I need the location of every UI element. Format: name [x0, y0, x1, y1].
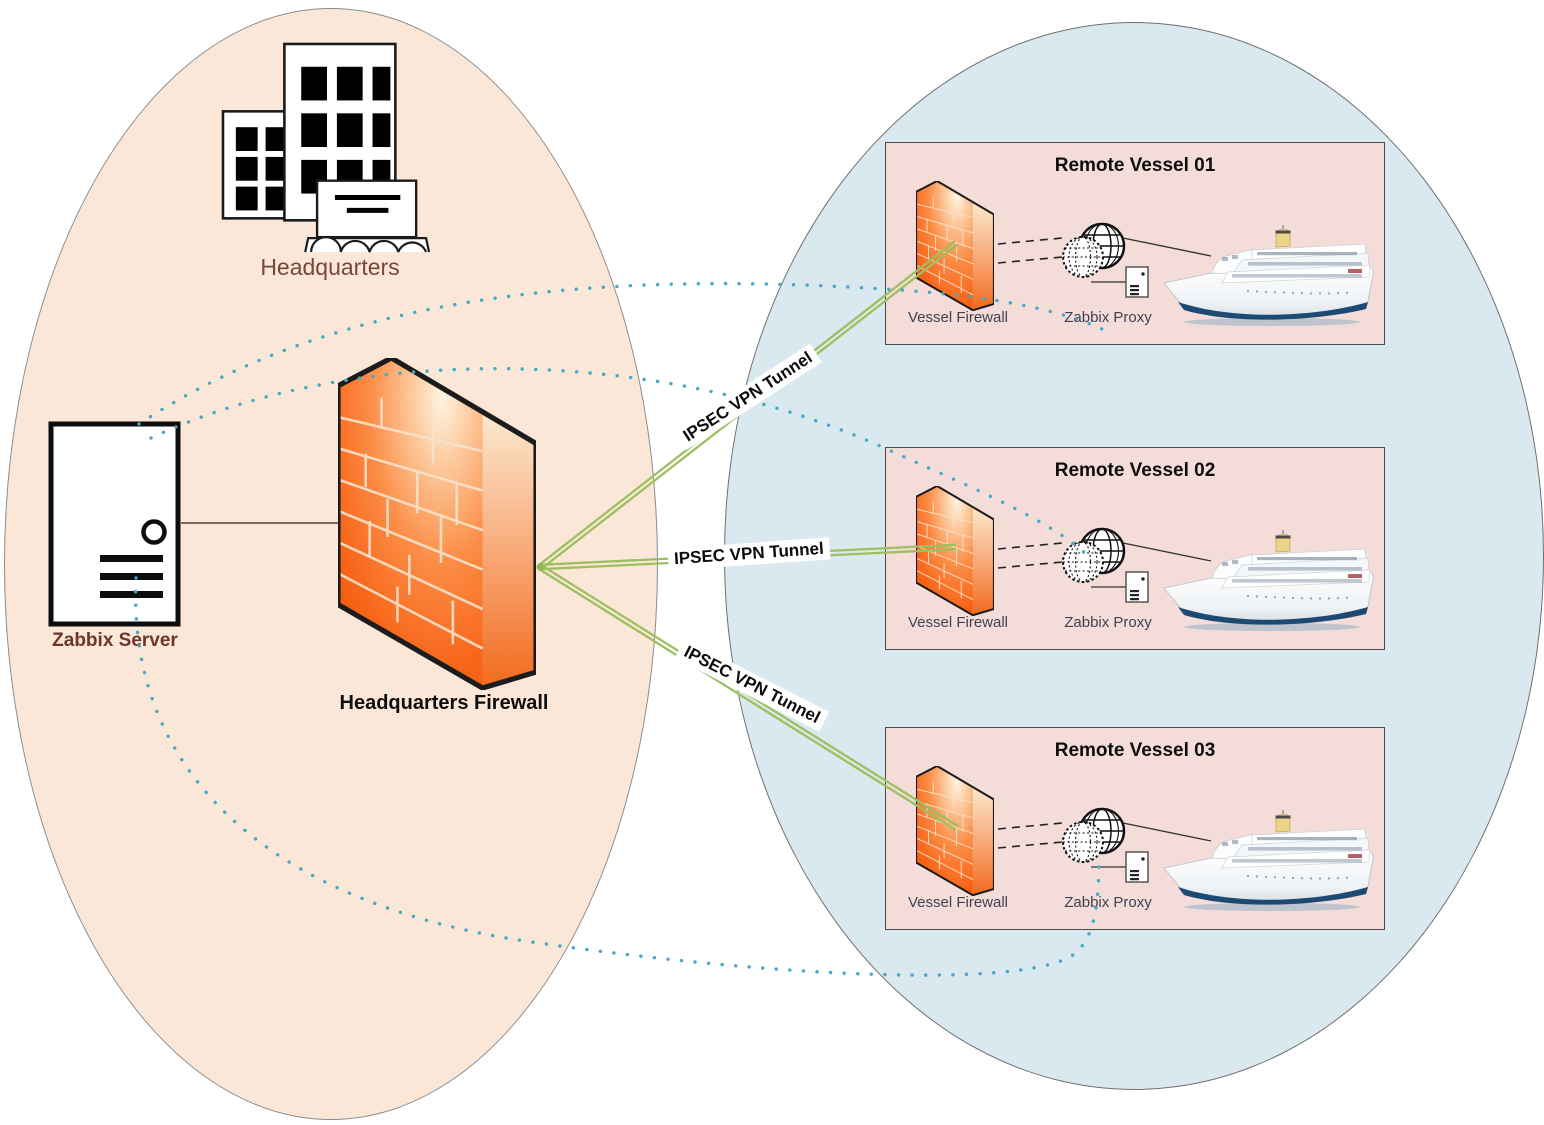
- headquarters-firewall-label: Headquarters Firewall: [339, 692, 549, 714]
- zabbix-proxy-icon: [1091, 851, 1149, 883]
- zabbix-proxy-label: Zabbix Proxy: [1064, 894, 1152, 911]
- globe-icon: [1062, 807, 1126, 863]
- firewall-globe-dashed-link: [997, 841, 1063, 849]
- firewall-globe-dashed-link: [997, 237, 1063, 245]
- zabbix-server-icon: [48, 421, 181, 627]
- cruise-ship-icon: [1163, 225, 1374, 327]
- globe-ship-link: [1122, 237, 1212, 257]
- vessel-firewall-label: Vessel Firewall: [907, 614, 1009, 631]
- zabbix-proxy-icon: [1091, 266, 1149, 298]
- cruise-ship-icon: [1163, 810, 1374, 912]
- globe-icon: [1062, 527, 1126, 583]
- vessel-firewall-label: Vessel Firewall: [907, 894, 1009, 911]
- firewall-globe-dashed-link: [997, 561, 1063, 569]
- firewall-globe-dashed-link: [997, 822, 1063, 830]
- headquarters-zone-label: Headquarters: [260, 254, 400, 280]
- remote-vessel-01-box: Remote Vessel 01 Vessel Firewall Zabbix …: [885, 142, 1385, 345]
- firewall-globe-dashed-link: [997, 256, 1063, 264]
- vessel-02-title: Remote Vessel 02: [1054, 460, 1216, 481]
- buildings-icon: [220, 42, 432, 254]
- globe-ship-link: [1122, 822, 1212, 842]
- vessel-01-title: Remote Vessel 01: [1054, 155, 1216, 176]
- vessel-firewall-label: Vessel Firewall: [907, 309, 1009, 326]
- firewall-globe-dashed-link: [997, 542, 1063, 550]
- vessel-03-title: Remote Vessel 03: [1054, 740, 1216, 761]
- cruise-ship-icon: [1163, 530, 1374, 632]
- globe-icon: [1062, 222, 1126, 278]
- zabbix-proxy-label: Zabbix Proxy: [1064, 309, 1152, 326]
- vessel-firewall-icon: [916, 181, 994, 311]
- zabbix-proxy-label: Zabbix Proxy: [1064, 614, 1152, 631]
- zabbix-proxy-icon: [1091, 571, 1149, 603]
- vessel-firewall-icon: [916, 766, 994, 896]
- vessel-01-art: [916, 181, 1374, 327]
- zabbix-server-label: Zabbix Server: [52, 630, 178, 651]
- globe-ship-link: [1122, 542, 1212, 562]
- vessel-firewall-icon: [916, 486, 994, 616]
- headquarters-firewall-icon: [338, 358, 536, 690]
- remote-vessel-03-box: Remote Vessel 03 Vessel Firewall Zabbix …: [885, 727, 1385, 930]
- remote-vessel-02-box: Remote Vessel 02 Vessel Firewall Zabbix …: [885, 447, 1385, 650]
